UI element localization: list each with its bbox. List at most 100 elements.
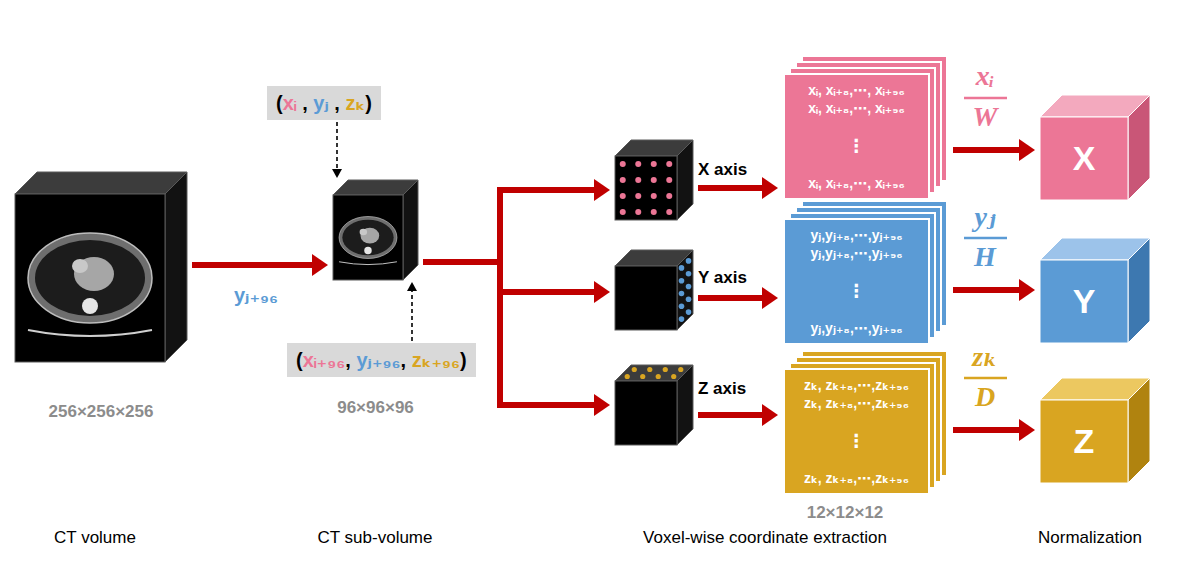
sample-dot	[686, 309, 692, 315]
ct-spine	[82, 298, 98, 314]
coordinate-part: yⱼ	[313, 92, 329, 114]
coordinate-part: ,	[297, 92, 314, 114]
sample-dot	[686, 271, 692, 277]
flow-arrow	[698, 287, 778, 309]
fraction-bar	[964, 377, 1007, 380]
cube-side	[677, 250, 693, 330]
ellipsis-row: ⋮	[792, 262, 921, 319]
output-cube: Z	[1040, 378, 1150, 483]
axis-label: Z axis	[698, 379, 746, 399]
coordinate-part: ,	[329, 92, 346, 114]
stage-caption: Normalization	[1038, 528, 1142, 548]
ellipsis-row: ⋮	[792, 412, 921, 469]
stack-front-sheet: zₖ, zₖ₊₈,⋯,zₖ₊₉₆zₖ, zₖ₊₈,⋯,zₖ₊₉₆⋮zₖ, zₖ₊…	[783, 368, 930, 495]
axis-label: Y axis	[698, 268, 747, 288]
sample-dot	[635, 161, 641, 167]
cube-front	[1040, 400, 1128, 483]
dimension-label: 12×12×12	[807, 503, 884, 523]
sample-dot	[635, 209, 641, 215]
sample-dot	[679, 316, 685, 322]
coordinate-stack: zₖ, zₖ₊₈,⋯,zₖ₊₉₆zₖ, zₖ₊₈,⋯,zₖ₊₉₆⋮zₖ, zₖ₊…	[783, 350, 948, 495]
coordinate-part: zₖ₊₉₆	[412, 349, 460, 371]
coordinate-stack: yⱼ,yⱼ₊₈,⋯,yⱼ₊₉₆yⱼ,yⱼ₊₈,⋯,yⱼ₊₉₆⋮yⱼ,yⱼ₊₈,⋯…	[783, 200, 948, 345]
coordinate-row: zₖ, zₖ₊₈,⋯,zₖ₊₉₆	[792, 376, 921, 394]
cube-drawing	[1040, 378, 1150, 483]
coordinate-part: (	[276, 92, 283, 114]
sample-dot	[666, 177, 672, 183]
arrow-head	[762, 177, 778, 199]
arrow-head	[762, 404, 778, 426]
sampling-cube: X axis	[615, 140, 693, 220]
stack-front-sheet: xᵢ, xᵢ₊₈,⋯, xᵢ₊₉₆xᵢ, xᵢ₊₈,⋯, xᵢ₊₉₆⋮xᵢ, x…	[783, 73, 930, 200]
cube-drawing	[615, 140, 693, 220]
connector-line	[192, 262, 313, 268]
ct-skin	[28, 233, 152, 323]
coordinate-part: yⱼ₊₉₆	[356, 349, 400, 371]
fraction-numerator: zₖ	[972, 340, 998, 373]
sample-dot	[651, 193, 657, 199]
arrow-head	[407, 282, 417, 291]
ct-table	[339, 262, 397, 265]
connector-line	[336, 122, 338, 170]
coordinate-part: xᵢ	[283, 92, 297, 114]
stage-caption: Voxel-wise coordinate extraction	[643, 528, 887, 548]
fraction-denominator: D	[975, 381, 995, 413]
coordinate-part: xᵢ₊₉₆	[303, 349, 346, 371]
cube-drawing	[15, 172, 187, 362]
coordinate-part: (	[296, 349, 303, 371]
ct-table	[28, 330, 152, 336]
cube-drawing	[615, 365, 693, 445]
sample-dot	[679, 278, 685, 284]
sample-dot	[640, 374, 645, 379]
sample-dot	[635, 177, 641, 183]
output-letter: Z	[1040, 400, 1128, 483]
sample-dot	[632, 367, 637, 372]
ct-skin	[339, 217, 397, 259]
cube-side	[1128, 378, 1150, 483]
arrow-head	[332, 169, 342, 178]
connector-line	[698, 412, 763, 418]
coordinate-part: )	[365, 92, 372, 114]
flow-arrow	[423, 262, 610, 303]
ellipsis-row: ⋮	[792, 117, 921, 174]
sample-dot	[620, 209, 626, 215]
connector-line	[698, 295, 763, 301]
connector-line	[698, 185, 763, 191]
arrow-head	[1019, 279, 1035, 301]
flow-arrow	[953, 139, 1035, 161]
edge-label: yⱼ₊₉₆	[232, 283, 280, 307]
cube-front	[15, 194, 165, 362]
arrow-head	[762, 287, 778, 309]
coordinate-text: (xᵢ₊₉₆, yⱼ₊₉₆, zₖ₊₉₆)	[296, 347, 467, 373]
sample-dot	[647, 367, 652, 372]
flow-arrow	[698, 404, 778, 426]
flow-arrow	[698, 177, 778, 199]
sample-dot	[666, 193, 672, 199]
sample-dot	[679, 304, 685, 310]
cube-top	[15, 172, 187, 194]
cube-front	[333, 195, 403, 280]
coordinate-box: (xᵢ , yⱼ , zₖ)	[267, 86, 381, 120]
sample-dot	[651, 161, 657, 167]
coordinate-row: zₖ, zₖ₊₈,⋯,zₖ₊₉₆	[792, 394, 921, 412]
sample-dot	[651, 209, 657, 215]
connector-line	[423, 262, 595, 405]
ct-aorta	[360, 229, 367, 236]
cube-front	[615, 266, 677, 330]
sample-dot	[620, 161, 626, 167]
sample-dot	[656, 374, 661, 379]
connector-line	[423, 190, 595, 262]
sample-dot	[671, 374, 676, 379]
sample-dot	[651, 177, 657, 183]
ct-aorta	[72, 259, 88, 273]
dimension-label: 96×96×96	[337, 398, 414, 418]
cube-drawing	[333, 180, 418, 280]
coordinate-row: xᵢ, xᵢ₊₈,⋯, xᵢ₊₉₆	[792, 81, 921, 99]
coordinate-row: yⱼ,yⱼ₊₈,⋯,yⱼ₊₉₆	[792, 319, 921, 337]
coordinate-row: yⱼ,yⱼ₊₈,⋯,yⱼ₊₉₆	[792, 244, 921, 262]
sample-dot	[666, 209, 672, 215]
fraction-denominator: H	[974, 241, 996, 273]
cube-front	[615, 381, 677, 445]
sample-dot	[635, 193, 641, 199]
flow-arrow	[423, 179, 610, 262]
